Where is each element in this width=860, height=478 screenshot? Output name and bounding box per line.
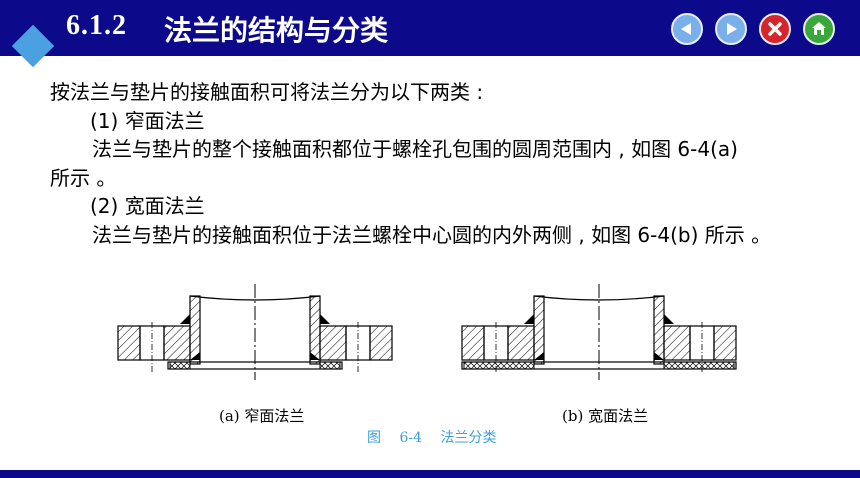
wide-face-flange-drawing xyxy=(461,284,737,380)
narrow-face-description-cont: 所示 。 xyxy=(50,165,117,190)
next-button[interactable] xyxy=(715,13,747,45)
arrow-left-icon xyxy=(681,23,691,35)
page-title: 法兰的结构与分类 xyxy=(164,14,389,47)
narrow-face-description: 法兰与垫片的整个接触面积都位于螺栓孔包围的圆周范围内 , 如图 6-4(a) xyxy=(92,137,738,161)
arrow-right-icon xyxy=(727,23,737,35)
home-icon xyxy=(812,22,826,35)
narrow-face-flange-drawing xyxy=(117,284,393,380)
figure-caption: 图 6-4 法兰分类 xyxy=(367,430,497,446)
close-icon xyxy=(768,22,782,36)
close-button[interactable] xyxy=(759,13,791,45)
wide-face-description: 法兰与垫片的接触面积位于法兰螺栓中心圆的内外两侧 , 如图 6-4(b) 所示 … xyxy=(92,222,772,247)
wide-face-heading: (2) 宽面法兰 xyxy=(90,194,205,218)
content-text: 按法兰与垫片的接触面积可将法兰分为以下两类 : (1) 窄面法兰 法兰与垫片的整… xyxy=(50,78,840,249)
diamond-decoration xyxy=(11,24,55,68)
intro-text: 按法兰与垫片的接触面积可将法兰分为以下两类 : xyxy=(50,80,484,104)
flange-diagram xyxy=(117,284,737,380)
narrow-face-heading: (1) 窄面法兰 xyxy=(90,108,205,133)
footer-bar xyxy=(0,470,860,478)
home-button[interactable] xyxy=(803,13,835,45)
section-number: 6.1.2 xyxy=(66,10,127,41)
figure-caption-b: (b) 宽面法兰 xyxy=(562,407,649,425)
figure-caption-a: (a) 窄面法兰 xyxy=(219,407,305,425)
prev-button[interactable] xyxy=(671,13,703,45)
title-bar: 6.1.2 法兰的结构与分类 xyxy=(0,0,860,68)
